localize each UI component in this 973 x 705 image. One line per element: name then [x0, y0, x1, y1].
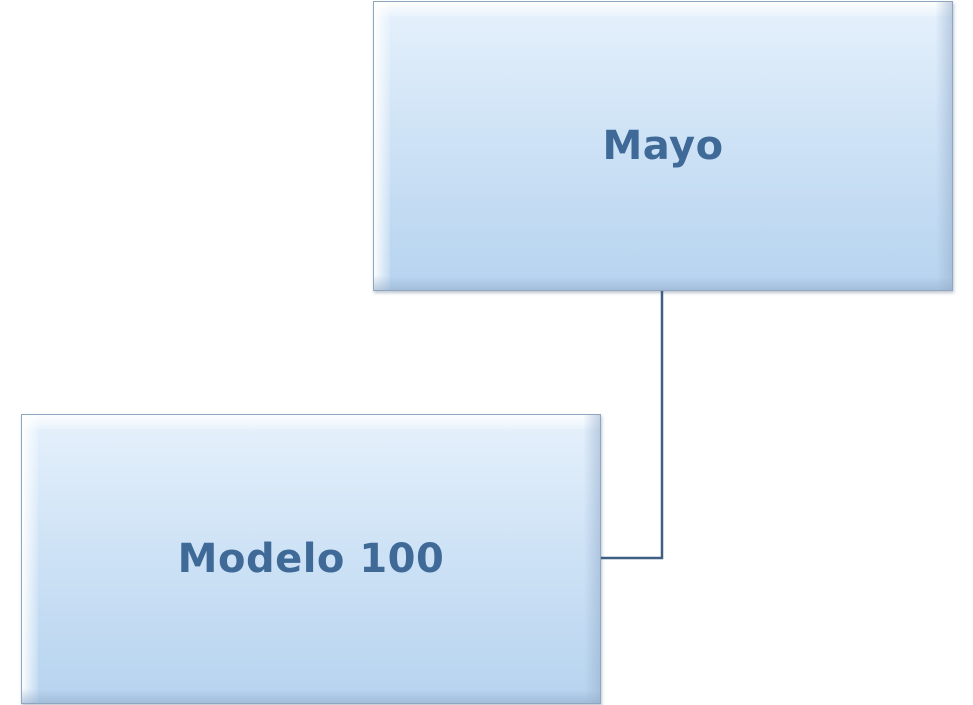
bevel-edge: [584, 415, 600, 703]
bevel-edge: [22, 689, 600, 703]
bevel-edge: [22, 415, 38, 703]
node-label: Modelo 100: [177, 536, 445, 582]
bevel-edge: [374, 276, 952, 290]
bevel-edge: [374, 2, 952, 16]
node-label: Mayo: [602, 123, 724, 169]
bevel-edge: [22, 415, 600, 429]
node-mayo[interactable]: Mayo: [373, 1, 953, 291]
node-modelo-100[interactable]: Modelo 100: [21, 414, 601, 704]
bevel-edge: [374, 2, 390, 290]
bevel-edge: [936, 2, 952, 290]
